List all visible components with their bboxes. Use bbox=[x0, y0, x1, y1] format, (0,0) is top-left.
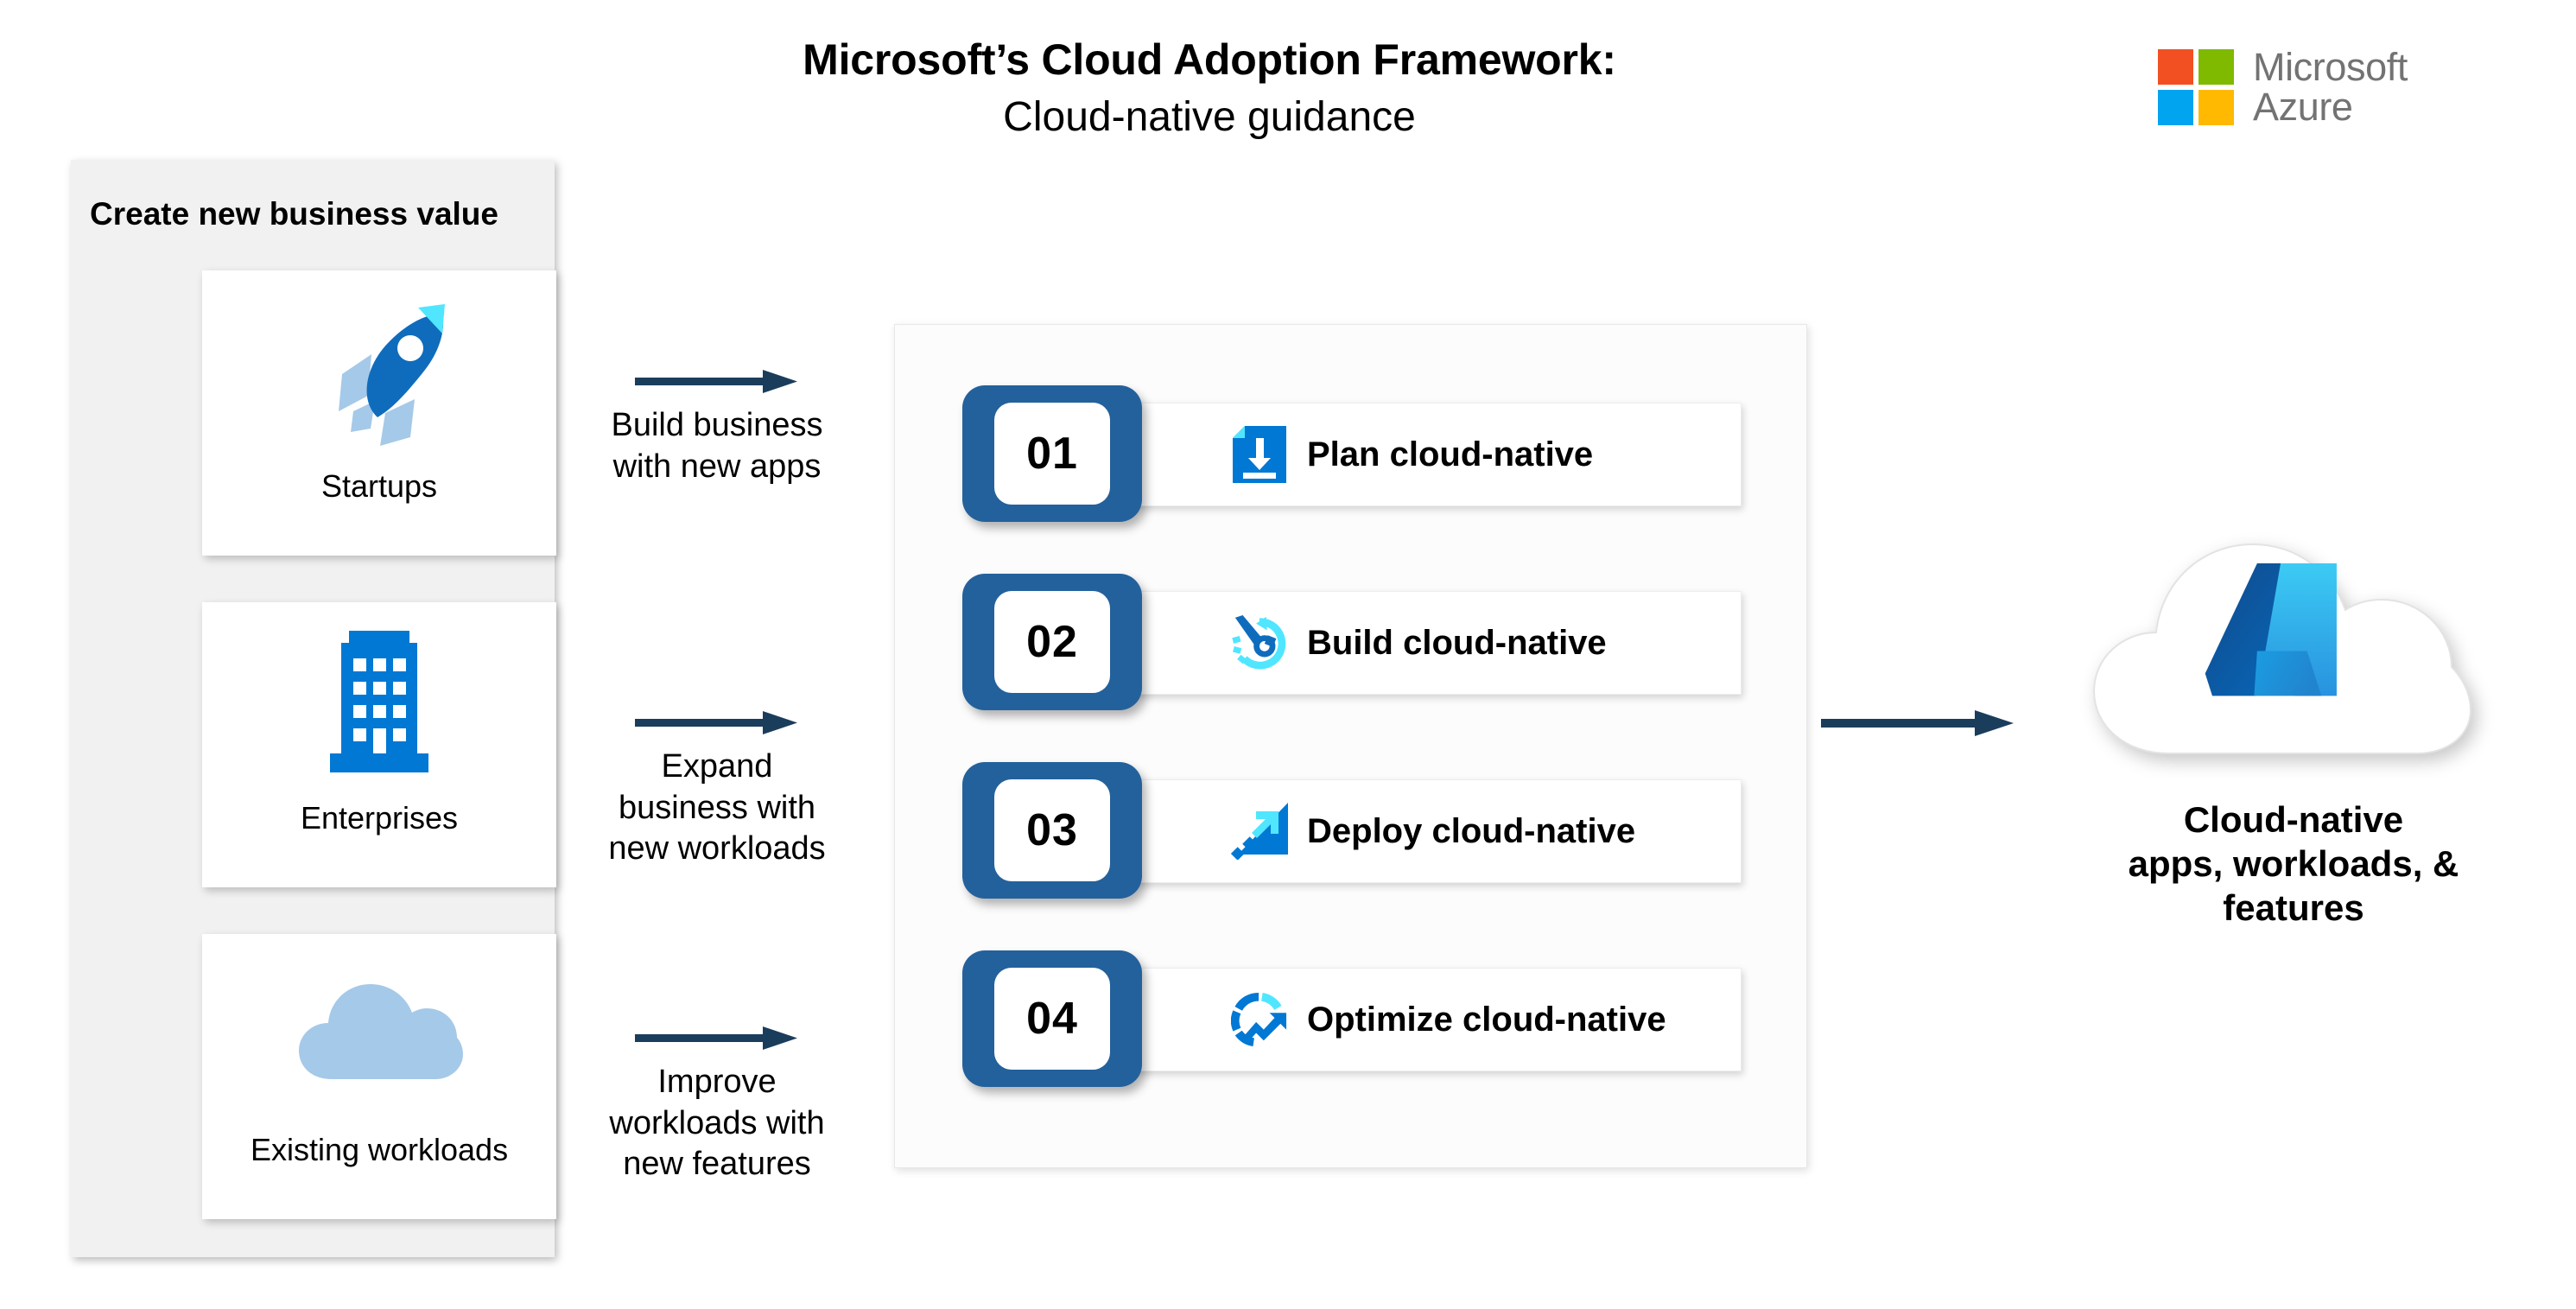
step-bar[interactable]: Build cloud-native bbox=[1121, 591, 1742, 695]
step-number-badge[interactable]: 03 bbox=[962, 762, 1142, 899]
page-header: Microsoft’s Cloud Adoption Framework: Cl… bbox=[605, 35, 1814, 143]
final-arrow-right-icon bbox=[1821, 710, 2014, 736]
brand-line-azure: Azure bbox=[2253, 85, 2353, 130]
step-number-badge[interactable]: 04 bbox=[962, 950, 1142, 1087]
transition-arrow-group-2: Expand business with new workloads bbox=[574, 709, 860, 870]
result-block: Cloud-native apps, workloads, & features bbox=[2047, 518, 2540, 931]
azure-wordmark: Microsoft Azure bbox=[2253, 45, 2408, 130]
step-number: 04 bbox=[994, 968, 1110, 1070]
arrow-label: Improve workloads with new features bbox=[609, 1064, 825, 1182]
page-subtitle: Cloud-native guidance bbox=[1003, 94, 1416, 140]
step-number-badge[interactable]: 01 bbox=[962, 385, 1142, 522]
brand-line-microsoft: Microsoft bbox=[2253, 45, 2408, 89]
value-card-label: Enterprises bbox=[300, 800, 459, 836]
value-card-startups[interactable]: Startups bbox=[202, 270, 556, 556]
step-label: Optimize cloud-native bbox=[1307, 1000, 1666, 1039]
step-number: 03 bbox=[994, 779, 1110, 881]
launch-arrow-icon bbox=[1231, 803, 1288, 860]
step-bar[interactable]: Deploy cloud-native bbox=[1121, 779, 1742, 883]
azure-cloud-icon bbox=[2092, 543, 2472, 754]
create-new-business-value-panel: Create new business value Startups bbox=[71, 160, 556, 1257]
step-row[interactable]: Plan cloud-native 01 bbox=[962, 385, 1742, 522]
arrow-right-icon bbox=[635, 1026, 797, 1050]
step-number: 01 bbox=[994, 403, 1110, 505]
step-label: Deploy cloud-native bbox=[1307, 811, 1636, 850]
arrow-label: Expand business with new workloads bbox=[608, 748, 826, 867]
ms-square-green bbox=[2198, 49, 2234, 86]
step-number: 02 bbox=[994, 591, 1110, 693]
cloud-native-steps-panel: Plan cloud-native 01 bbox=[894, 324, 1807, 1168]
step-label: Build cloud-native bbox=[1307, 623, 1607, 662]
step-bar[interactable]: Optimize cloud-native bbox=[1121, 968, 1742, 1071]
step-number-badge[interactable]: 02 bbox=[962, 574, 1142, 710]
gauge-trend-up-icon bbox=[1231, 991, 1288, 1048]
microsoft-azure-logo: Microsoft Azure bbox=[2158, 45, 2408, 130]
result-caption: Cloud-native apps, workloads, & features bbox=[2128, 799, 2459, 929]
microsoft-squares-icon bbox=[2158, 49, 2234, 126]
transition-arrow-group-3: Improve workloads with new features bbox=[574, 1024, 860, 1185]
document-download-icon bbox=[1231, 426, 1288, 483]
ms-square-yellow bbox=[2198, 90, 2234, 126]
page-title: Microsoft’s Cloud Adoption Framework: bbox=[803, 35, 1616, 84]
value-card-label: Existing workloads bbox=[250, 1132, 509, 1167]
cloud-icon bbox=[202, 934, 556, 1133]
rocket-icon bbox=[202, 270, 556, 469]
value-card-label: Startups bbox=[320, 468, 438, 504]
value-card-existing-workloads[interactable]: Existing workloads bbox=[202, 934, 556, 1219]
step-row[interactable]: Deploy cloud-native 03 bbox=[962, 762, 1742, 899]
step-label: Plan cloud-native bbox=[1307, 435, 1594, 473]
arrow-right-icon bbox=[635, 370, 797, 393]
office-building-icon bbox=[202, 602, 556, 801]
arrow-label: Build business with new apps bbox=[611, 407, 823, 485]
ms-square-red bbox=[2158, 49, 2193, 86]
arrow-right-icon bbox=[635, 711, 797, 734]
transition-arrow-group-1: Build business with new apps bbox=[574, 367, 860, 487]
wrench-refresh-icon bbox=[1231, 614, 1288, 671]
ms-square-blue bbox=[2158, 90, 2193, 126]
step-row[interactable]: Build cloud-native 02 bbox=[962, 574, 1742, 710]
value-card-enterprises[interactable]: Enterprises bbox=[202, 602, 556, 887]
left-panel-title: Create new business value bbox=[90, 196, 498, 232]
step-row[interactable]: Optimize cloud-native 04 bbox=[962, 950, 1742, 1087]
step-bar[interactable]: Plan cloud-native bbox=[1121, 403, 1742, 506]
